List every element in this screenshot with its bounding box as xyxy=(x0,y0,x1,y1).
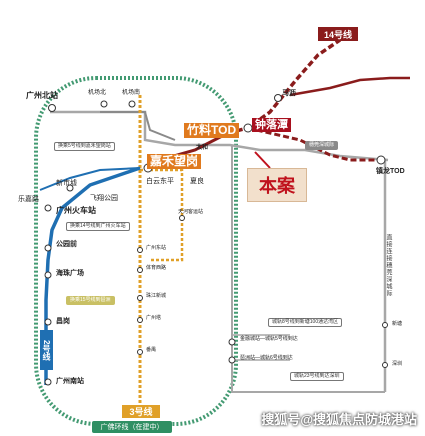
line3-branch xyxy=(140,168,184,262)
station-marker xyxy=(44,378,52,386)
station-airport-south: 机场南 xyxy=(122,90,141,96)
airport-line xyxy=(100,111,176,141)
station-marker xyxy=(128,100,136,108)
station-marker xyxy=(382,322,388,328)
station-xinshi-xu: 新市墟 xyxy=(56,180,77,187)
station-baiyun-dongping: 白云东平 xyxy=(146,178,174,185)
intercity-feeder xyxy=(232,334,290,361)
line3-label: 3号线 xyxy=(122,405,160,418)
station-haizhu-square: 海珠广场 xyxy=(56,270,84,277)
tag-jinrong-5: 金融城站—城轨5号线到达 xyxy=(240,336,298,342)
station-marker xyxy=(44,318,52,326)
intercity-branch xyxy=(231,145,385,393)
line2-label: 2号线 xyxy=(40,330,53,370)
project-pointer xyxy=(254,151,271,169)
tag-pazhou-6: 琶洲站—城轨6号线到达 xyxy=(240,355,293,361)
station-marker xyxy=(66,184,74,192)
station-tiyu-xilu: 体育西路 xyxy=(146,265,167,271)
tag-intercity-8: 城轨8号线到新塘100通达湾区 xyxy=(268,318,343,327)
station-marker xyxy=(382,362,388,368)
tag-line14-gz: 换乘14号线到广州火车站 xyxy=(66,222,130,231)
station-guangzhou-south: 广州南站 xyxy=(56,378,84,385)
station-marker xyxy=(274,94,282,102)
guangfo-loop-line xyxy=(34,76,238,426)
station-tianhe-keyunzhan: 天河客运站 xyxy=(178,209,204,215)
station-shenzhen: 深圳 xyxy=(392,361,403,367)
station-changgang: 昌岗 xyxy=(56,318,70,325)
station-xintang: 新塘 xyxy=(392,321,403,327)
station-marker xyxy=(243,123,253,133)
station-marker xyxy=(137,317,143,323)
station-zhujiang-xincheng: 珠江新城 xyxy=(146,293,167,299)
station-gongyuan-qian: 公园前 xyxy=(56,241,77,248)
station-marker xyxy=(228,338,236,346)
line14-branch xyxy=(289,76,410,97)
station-marker xyxy=(137,267,143,273)
station-marker xyxy=(137,295,143,301)
line14-east xyxy=(247,126,380,162)
station-guangzhou-east: 广州东站 xyxy=(146,245,167,251)
station-zhenlong-tod: 镇龙TOD xyxy=(376,168,405,175)
station-marker xyxy=(44,244,52,252)
watermark: 搜狐号@搜狐焦点防城港站 xyxy=(261,412,417,427)
station-zhuliao-tod: 竹料TOD xyxy=(184,123,240,139)
station-marker xyxy=(44,271,52,279)
station-airport-north: 机场北 xyxy=(88,90,107,96)
station-malan: 马沥 xyxy=(282,90,296,97)
station-feixiang-park: 飞翔公园 xyxy=(90,195,118,202)
vertical-note: 直接连接穗莞深城际 xyxy=(385,234,391,297)
station-marker xyxy=(137,247,143,253)
station-shenhutan: 钟落潭 xyxy=(252,118,291,133)
station-marker xyxy=(376,155,386,165)
tag-intercity-23: 城轨23号线到达深圳 xyxy=(290,372,344,381)
tag-line15: 换乘15号线到琶洲 xyxy=(66,296,115,305)
line14-main xyxy=(227,38,341,135)
station-marker xyxy=(228,356,236,364)
station-marker xyxy=(48,104,56,112)
line14-label: 14号线 xyxy=(318,27,358,41)
station-marker xyxy=(179,215,185,221)
station-lecai-road: 乐嘉路 xyxy=(18,196,39,203)
tag-zhenlong-east: 穗莞深城际 xyxy=(305,141,339,150)
station-guangzhou-north: 广州北站 xyxy=(26,91,58,100)
line2-feeder xyxy=(39,167,141,191)
station-guangzhou-railway: 广州火车站 xyxy=(56,206,96,215)
station-marker xyxy=(100,100,108,108)
station-marker xyxy=(44,204,52,212)
station-panyu: 番禺 xyxy=(146,347,157,353)
tag-line5: 换乘5号线到嘉禾望岗站 xyxy=(54,142,115,151)
station-marker xyxy=(137,349,143,355)
station-jiahe-wanggang: 嘉禾望岗 xyxy=(147,154,202,170)
station-taihe: 太和 xyxy=(196,145,209,151)
station-guangzhou-ta: 广州塔 xyxy=(146,315,162,321)
project-label: 本案 xyxy=(247,168,307,202)
station-xialiang: 夏良 xyxy=(190,178,204,185)
guangfo-loop-label: 广佛环线（在建中） xyxy=(92,421,172,433)
